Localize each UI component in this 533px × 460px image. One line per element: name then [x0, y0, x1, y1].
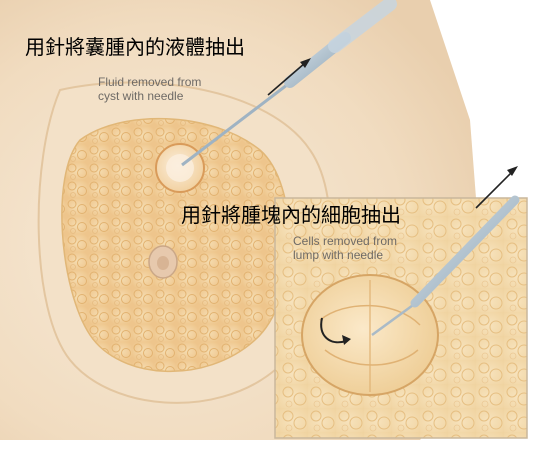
cells-title: 用針將腫塊內的細胞抽出	[181, 203, 401, 227]
fluid-caption-line-2: cyst with needle	[98, 89, 201, 103]
fluid-caption-line-1: Fluid removed from	[98, 75, 201, 89]
cells-caption-line-1: Cells removed from	[293, 234, 397, 248]
fluid-title: 用針將囊腫內的液體抽出	[25, 35, 245, 59]
cells-caption-line-2: lump with needle	[293, 248, 397, 262]
fluid-caption: Fluid removed from cyst with needle	[98, 75, 201, 103]
cells-caption: Cells removed from lump with needle	[293, 234, 397, 262]
